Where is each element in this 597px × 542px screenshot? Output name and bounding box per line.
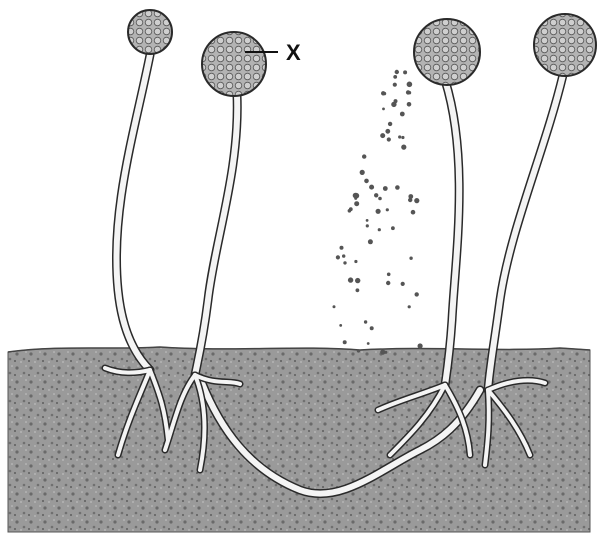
spore-icon — [401, 145, 406, 150]
spore-icon — [400, 112, 405, 117]
spore-icon — [369, 185, 374, 190]
spore-icon — [384, 351, 387, 354]
spore-icon — [407, 82, 413, 88]
spore-icon — [407, 102, 412, 107]
spore-icon — [356, 288, 360, 292]
spore-icon — [336, 255, 340, 259]
released-spores — [333, 70, 423, 355]
spore-icon — [343, 261, 346, 264]
spore-icon — [364, 320, 367, 323]
spore-icon — [387, 137, 391, 141]
spore-icon — [354, 201, 359, 206]
spore-icon — [339, 324, 342, 327]
spore-icon — [387, 273, 391, 277]
spore-icon — [383, 186, 388, 191]
spore-icon — [395, 185, 400, 190]
label-x: X — [286, 40, 301, 65]
spore-icon — [366, 219, 369, 222]
spore-icon — [411, 210, 416, 215]
spore-icon — [388, 122, 392, 126]
spore-icon — [342, 254, 345, 257]
sporangium-icon — [414, 19, 480, 85]
spore-icon — [349, 207, 353, 211]
spore-icon — [391, 226, 395, 230]
spore-icon — [398, 135, 401, 138]
spore-icon — [360, 170, 365, 175]
spore-icon — [366, 224, 369, 227]
spore-icon — [343, 340, 347, 344]
spore-icon — [403, 70, 407, 74]
spore-icon — [370, 326, 374, 330]
sporangium-icon — [128, 10, 172, 54]
spore-icon — [418, 343, 423, 348]
spore-icon — [414, 198, 419, 203]
spore-icon — [401, 136, 404, 139]
spore-icon — [368, 239, 373, 244]
spore-icon — [383, 92, 386, 95]
spore-icon — [340, 246, 344, 250]
sporangia — [128, 10, 596, 96]
sporangiophores — [116, 55, 563, 390]
spore-icon — [378, 197, 382, 201]
spore-icon — [348, 277, 353, 282]
sporangium-icon — [202, 32, 266, 96]
spore-icon — [386, 208, 389, 211]
spore-icon — [415, 292, 419, 296]
spore-icon — [394, 99, 398, 103]
spore-icon — [357, 349, 360, 352]
spore-icon — [401, 282, 405, 286]
spore-icon — [409, 257, 412, 260]
spore-icon — [408, 194, 413, 199]
spore-icon — [378, 228, 381, 231]
substrate — [8, 347, 590, 532]
spore-icon — [393, 83, 397, 87]
spore-icon — [354, 260, 357, 263]
spore-icon — [385, 129, 390, 134]
spore-icon — [364, 179, 369, 184]
spore-icon — [395, 70, 399, 74]
spore-icon — [393, 75, 397, 79]
spore-icon — [367, 342, 370, 345]
sporangium-icon — [534, 14, 596, 76]
spore-icon — [353, 193, 359, 199]
spore-icon — [382, 108, 385, 111]
spore-icon — [408, 305, 411, 308]
spore-icon — [374, 193, 378, 197]
spore-icon — [376, 209, 381, 214]
spore-icon — [386, 281, 390, 285]
spore-icon — [362, 154, 366, 158]
spore-icon — [380, 133, 385, 138]
spore-icon — [408, 91, 411, 94]
spore-icon — [355, 278, 360, 283]
spore-icon — [333, 305, 336, 308]
